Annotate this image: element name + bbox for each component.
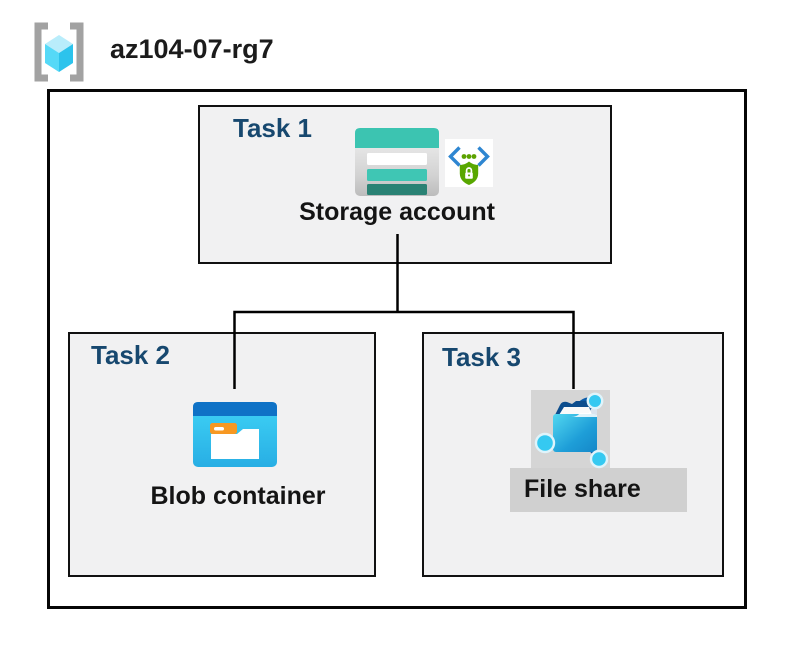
storage-account-icon [355, 128, 439, 196]
file-share-icon [534, 392, 609, 469]
task-1-label: Task 1 [233, 113, 313, 143]
storage-account-label: Storage account [299, 198, 495, 226]
file-share-label: File share [524, 475, 641, 503]
resource-group-icon [34, 22, 84, 82]
file-share-highlight-band [510, 468, 687, 512]
blob-container-label: Blob container [150, 482, 326, 510]
blob-container-icon [193, 402, 277, 467]
secure-endpoint-icon [445, 139, 493, 187]
task-2-label: Task 2 [91, 340, 171, 370]
task-3-label: Task 3 [442, 342, 522, 372]
resource-group-boundary [47, 89, 747, 609]
resource-group-name: az104-07-rg7 [110, 34, 274, 64]
